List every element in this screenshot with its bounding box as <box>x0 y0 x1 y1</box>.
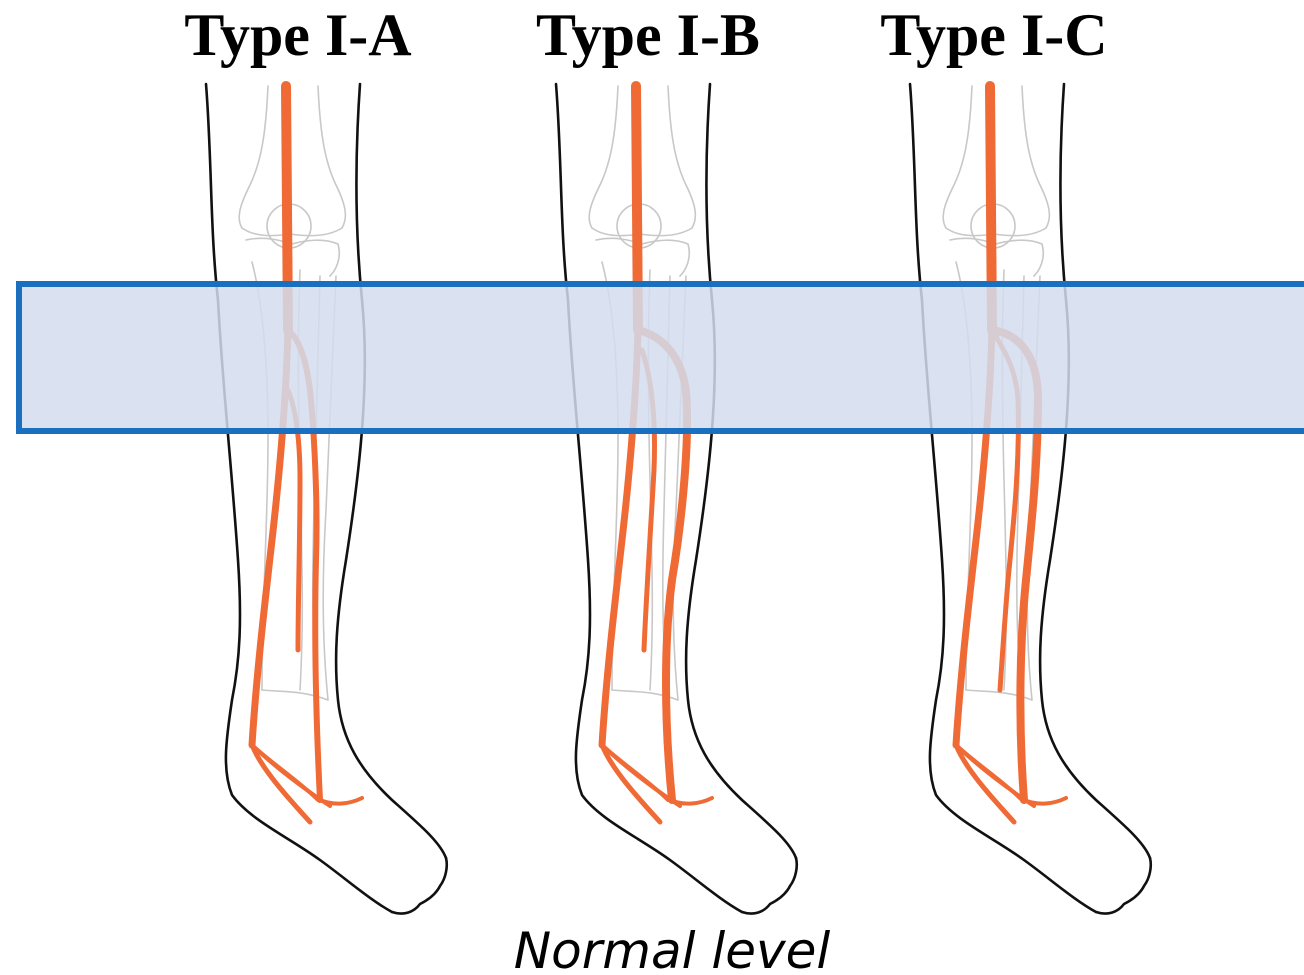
leg-outline-lateral <box>1040 84 1150 858</box>
femur-lateral-edge <box>668 86 695 228</box>
toes-outline <box>1096 858 1151 914</box>
tibial-plateau <box>246 238 339 276</box>
toes-outline <box>742 858 797 914</box>
normal-level-highlight-band <box>19 284 1304 431</box>
tibial-plateau <box>596 238 689 276</box>
leg-illustration <box>910 84 1151 914</box>
panel-title: Type I-B <box>536 2 760 68</box>
leg-illustration <box>556 84 797 914</box>
normal-level-caption: Normal level <box>514 922 831 975</box>
femur-medial-edge <box>589 86 618 228</box>
leg-outline-lateral <box>336 84 446 858</box>
femur-medial-edge <box>239 86 268 228</box>
dorsalis-pedis-artery <box>1024 798 1066 804</box>
leg-outline-lateral <box>686 84 796 858</box>
leg-outline-medial <box>556 84 742 912</box>
dorsalis-pedis-artery <box>320 798 362 804</box>
panel-type-i-a: Type I-A <box>184 2 446 914</box>
leg-illustration <box>206 84 447 914</box>
tibial-plateau <box>950 238 1043 276</box>
panel-type-i-c: Type I-C <box>880 2 1150 914</box>
femur-lateral-edge <box>1022 86 1049 228</box>
panel-type-i-b: Type I-B <box>536 2 797 914</box>
leg-outline-medial <box>910 84 1096 912</box>
toes-outline <box>392 858 447 914</box>
panel-title: Type I-C <box>880 2 1107 68</box>
femur-lateral-edge <box>318 86 345 228</box>
femur-medial-edge <box>943 86 972 228</box>
dorsalis-pedis-artery <box>670 798 712 804</box>
panel-title: Type I-A <box>184 2 411 68</box>
